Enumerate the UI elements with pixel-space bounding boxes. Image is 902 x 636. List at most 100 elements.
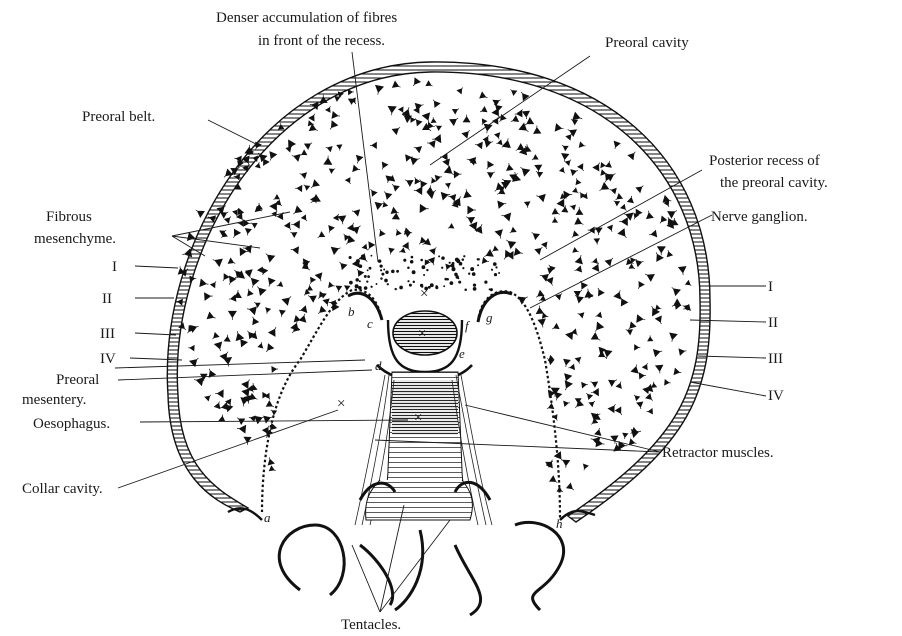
- mesenchyme-cell: [504, 237, 516, 249]
- dense-fibre-dot: [463, 255, 465, 257]
- mesenchyme-cell: [536, 305, 544, 313]
- dense-fibre-dot: [409, 284, 412, 287]
- mesenchyme-cell: [510, 116, 519, 125]
- label-tentacles: Tentacles.: [341, 617, 401, 633]
- label-preoral-cavity: Preoral cavity: [605, 35, 689, 51]
- mesenchyme-cell: [595, 427, 603, 435]
- dense-fibre-dot: [411, 256, 414, 259]
- mesenchyme-cell: [531, 155, 538, 162]
- dense-fibre-dot: [355, 278, 358, 281]
- dense-fibre-dot: [452, 267, 456, 271]
- mesenchyme-cell: [354, 155, 363, 164]
- mesenchyme-cell: [220, 274, 229, 283]
- mesenchyme-cell: [639, 372, 646, 378]
- mesenchyme-cell: [413, 117, 422, 126]
- mesenchyme-cell: [552, 217, 557, 222]
- dense-fibre-dot: [361, 255, 365, 259]
- mesenchyme-cell: [628, 150, 638, 160]
- mesenchyme-cell: [249, 278, 259, 289]
- mesenchyme-cell: [337, 260, 347, 270]
- dense-fibre-dot: [472, 272, 476, 276]
- mesenchyme-cell: [277, 211, 286, 220]
- dense-fibre-dot: [383, 269, 385, 271]
- mesenchyme-cell: [250, 394, 259, 403]
- oesophagus-dark-band: [392, 380, 458, 435]
- mesenchyme-cell: [427, 139, 435, 147]
- dense-fibre-dot: [468, 273, 470, 275]
- mesenchyme-cell: [245, 229, 252, 236]
- mesenchyme-cell: [614, 194, 623, 203]
- mesenchyme-cell: [308, 277, 316, 285]
- mesenchyme-cell: [435, 174, 442, 181]
- mesenchyme-cell: [338, 216, 346, 225]
- mesenchyme-cell: [215, 390, 223, 398]
- dense-fibre-dot: [381, 273, 384, 276]
- mesenchyme-cell: [359, 254, 369, 264]
- mesenchyme-cell: [564, 400, 571, 406]
- dense-fibre-dot: [420, 259, 423, 262]
- dense-fibre-dot: [380, 277, 382, 279]
- mesenchyme-cell: [601, 163, 607, 169]
- mesenchyme-cell: [563, 359, 571, 367]
- mesenchyme-cell: [295, 185, 302, 191]
- mesenchyme-cell: [669, 285, 680, 296]
- mesenchyme-cell: [646, 394, 655, 403]
- mesenchyme-cell: [480, 92, 489, 101]
- mesenchyme-cell: [233, 330, 243, 341]
- dense-fibre-dot: [370, 286, 372, 288]
- dense-fibre-dot: [462, 258, 465, 261]
- dense-fibre-dot: [378, 259, 382, 263]
- dense-fibre-dot: [367, 275, 370, 278]
- dense-fibre-dot: [355, 284, 359, 288]
- mesenchyme-cell: [344, 286, 350, 292]
- tentacles: [279, 522, 563, 615]
- label-retractor-muscles: Retractor muscles.: [662, 445, 774, 461]
- dense-fibre-dot: [426, 269, 428, 271]
- mesenchyme-cell: [514, 248, 523, 257]
- dense-fibre-dot: [452, 262, 455, 265]
- mesenchyme-cell: [309, 124, 319, 134]
- mesenchyme-cell: [309, 180, 320, 191]
- mesenchyme-cell: [568, 364, 575, 370]
- mesenchyme-cell: [388, 106, 396, 115]
- dense-fibre-dot: [349, 256, 352, 259]
- mesenchyme-cell: [426, 81, 434, 88]
- mesenchyme-cell: [679, 267, 687, 276]
- dense-fibre-dot: [359, 280, 361, 282]
- label-posterior-recess-line1: Posterior recess of: [709, 153, 820, 169]
- mesenchyme-cell: [637, 402, 644, 410]
- mesenchyme-cell: [390, 182, 399, 191]
- mesenchyme-cell: [573, 188, 580, 195]
- dense-fibre-dot: [462, 267, 464, 269]
- mesenchyme-cell: [410, 78, 420, 88]
- layer-right-i: I: [768, 279, 773, 295]
- mesenchyme-cell: [561, 143, 569, 150]
- mesenchyme-cell: [246, 305, 256, 315]
- mesenchyme-cell: [301, 215, 308, 222]
- mesenchyme-cell: [562, 460, 569, 468]
- mesenchyme-cell: [645, 210, 653, 219]
- mesenchyme-cell: [291, 152, 300, 161]
- mesenchyme-cell: [351, 208, 359, 216]
- mesenchyme-cell: [590, 418, 598, 426]
- mesenchyme-cell: [444, 264, 451, 271]
- mesenchyme-cell: [224, 335, 230, 342]
- mesenchyme-cell: [479, 107, 487, 115]
- mesenchyme-cell: [595, 312, 602, 319]
- mesenchyme-cell: [228, 258, 236, 266]
- dense-fibre-dot: [403, 259, 406, 262]
- mesenchyme-cell: [412, 176, 420, 184]
- mesenchyme-cell: [570, 231, 579, 240]
- mesenchyme-cell: [552, 209, 561, 218]
- dense-fibre-dot: [391, 270, 395, 274]
- dense-fibre-dot: [349, 281, 353, 285]
- dense-fibre-dot: [491, 269, 493, 271]
- letter-f: f: [465, 318, 471, 333]
- mesenchyme-cell: [551, 324, 559, 332]
- mesenchyme-cell: [315, 273, 324, 283]
- dense-fibre-dot: [367, 269, 369, 271]
- mesenchyme-cell: [542, 242, 550, 250]
- label-oesophagus: Oesophagus.: [33, 416, 110, 432]
- mesenchyme-cell: [636, 183, 645, 192]
- mesenchyme-cell: [508, 227, 516, 235]
